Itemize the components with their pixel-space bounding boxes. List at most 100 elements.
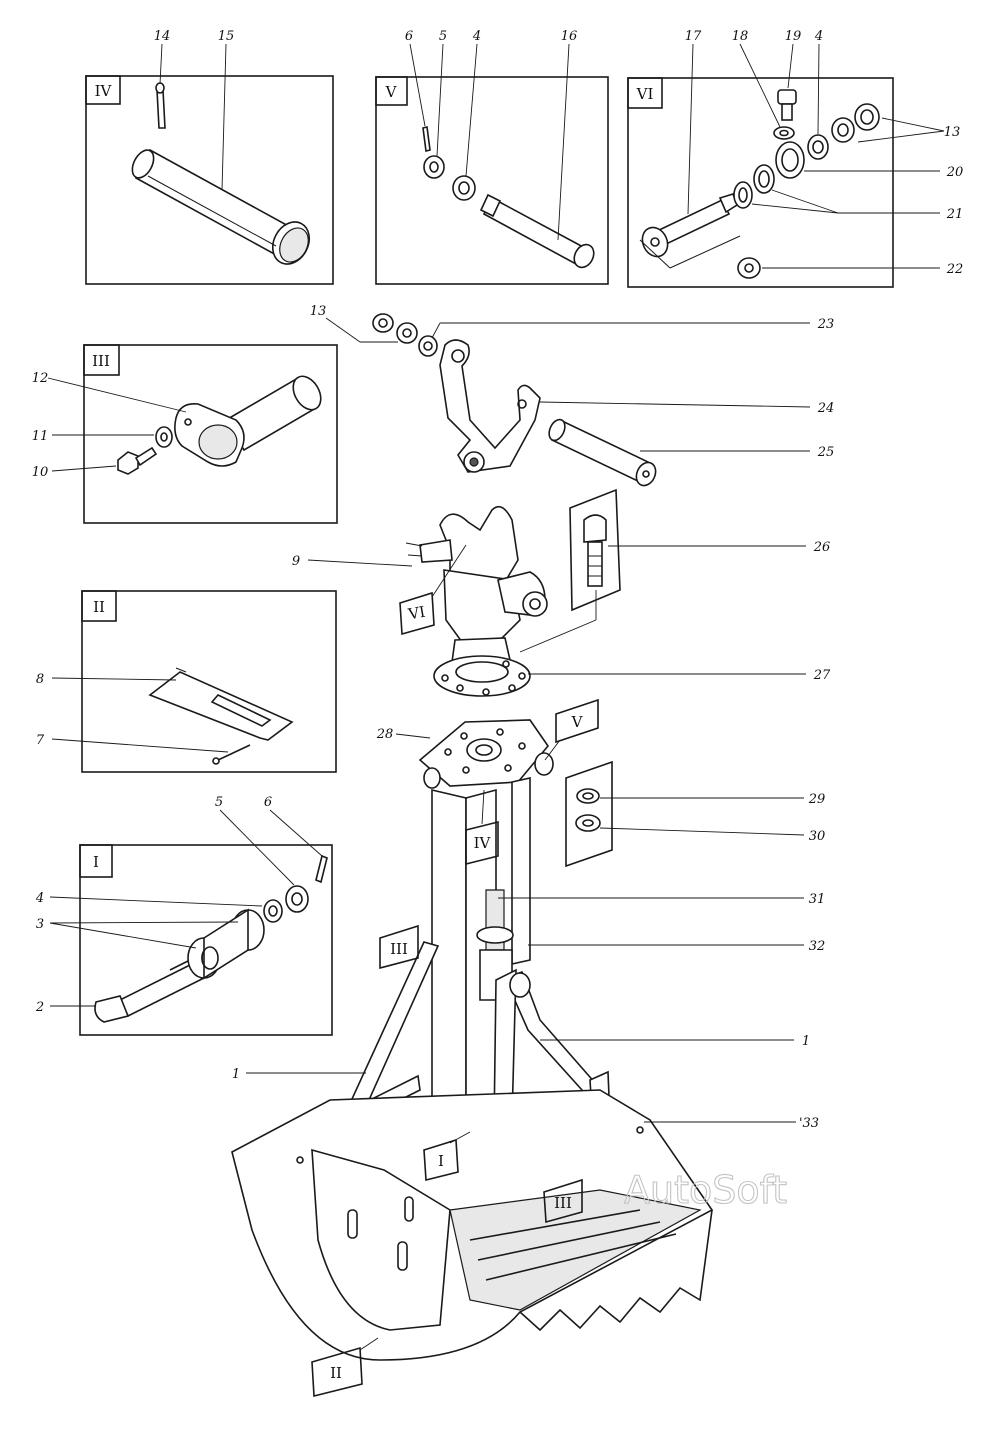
callout-17: 17 xyxy=(685,29,702,44)
inset-vi-label: VI xyxy=(636,85,654,103)
tag-v: V xyxy=(571,713,584,731)
inset-i: I 5 6 4 3 xyxy=(35,795,333,1036)
callout-4-i: 4 xyxy=(35,891,44,906)
nut-29-30-drawing xyxy=(565,760,613,868)
washer-4-i-drawing xyxy=(263,899,283,923)
tag-i: I xyxy=(438,1152,444,1170)
bushing-20-drawing xyxy=(775,141,805,179)
tag-vi: VI xyxy=(406,603,427,624)
callout-13-vi: 13 xyxy=(944,125,961,140)
castle-nut-5-v-drawing xyxy=(423,155,445,179)
washer-4-vi-drawing xyxy=(807,134,829,160)
castle-nut-5-i-drawing xyxy=(285,885,309,913)
nuts-13-drawing xyxy=(372,313,418,344)
pin-16-drawing xyxy=(479,193,595,269)
washer-4-v-drawing xyxy=(452,175,476,201)
callout-10: 10 xyxy=(32,465,49,480)
flange-28-drawing xyxy=(418,719,554,789)
inset-ii-label: II xyxy=(93,598,105,616)
callout-29: 29 xyxy=(808,792,826,807)
pin-2-drawing xyxy=(94,958,210,1023)
callout-20: 20 xyxy=(946,165,964,180)
grease-fitting-22-drawing xyxy=(737,257,761,279)
tag-iii-a-callout: III xyxy=(379,924,419,970)
callout-32: 32 xyxy=(809,939,826,954)
grab-assembly: V IV III I III II 28 29 3 xyxy=(231,698,826,1398)
callout-33: '33 xyxy=(799,1116,819,1131)
callout-3: 3 xyxy=(36,917,44,932)
pin-25-drawing xyxy=(548,418,657,487)
callout-24: 24 xyxy=(817,401,835,416)
callout-18: 18 xyxy=(732,29,749,44)
callout-27: 27 xyxy=(813,668,831,683)
callout-21: 21 xyxy=(946,207,964,222)
washer-11-drawing xyxy=(155,426,173,448)
callout-26: 26 xyxy=(813,540,831,555)
lever-24-drawing xyxy=(439,339,541,473)
callout-6-i: 6 xyxy=(264,795,272,810)
tag-iii-b: III xyxy=(554,1194,572,1212)
callout-11: 11 xyxy=(32,429,49,444)
pin-with-plate-drawing xyxy=(174,375,322,467)
tag-ii-callout: II xyxy=(311,1337,379,1398)
pin-17-drawing xyxy=(639,193,741,269)
bolt-10-drawing xyxy=(117,446,158,475)
bolt-26-drawing xyxy=(519,488,621,653)
tag-iv: IV xyxy=(474,834,492,852)
callout-1-left: 1 xyxy=(232,1067,240,1082)
callout-4-v: 4 xyxy=(472,29,481,44)
callout-15: 15 xyxy=(218,29,235,44)
callout-12: 12 xyxy=(32,371,49,386)
autosoft-watermark: AutoSoft xyxy=(624,1168,787,1212)
inset-iv: IV 14 15 xyxy=(85,29,334,285)
callout-4-vi: 4 xyxy=(814,29,823,44)
callout-25: 25 xyxy=(817,445,835,460)
bucket-33-drawing xyxy=(231,1089,714,1361)
callout-5-i: 5 xyxy=(215,795,223,810)
callout-22: 22 xyxy=(946,262,964,277)
inset-i-label: I xyxy=(93,853,99,871)
callout-31: 31 xyxy=(809,892,826,907)
pin-15-drawing xyxy=(131,148,311,265)
tag-iv-callout: IV xyxy=(465,789,499,866)
inset-iv-label: IV xyxy=(95,82,113,100)
column-drawing xyxy=(431,777,531,1132)
tooth-8-drawing xyxy=(148,667,294,741)
callout-8: 8 xyxy=(36,672,44,687)
callout-13: 13 xyxy=(310,304,327,319)
inset-vi: VI xyxy=(627,29,964,288)
washer-23-drawing xyxy=(418,335,438,357)
washer-18-drawing xyxy=(773,126,795,140)
tag-iii-b-callout: III xyxy=(543,1178,583,1224)
cotter-pin-14-drawing xyxy=(155,82,166,129)
callout-23: 23 xyxy=(817,317,835,332)
tag-i-callout: I xyxy=(423,1131,471,1182)
tag-iii-a: III xyxy=(390,940,408,958)
rotator-head: VI 9 26 27 xyxy=(292,488,831,697)
callout-7: 7 xyxy=(36,733,45,748)
inset-ii: II 8 7 xyxy=(36,590,337,773)
callout-6-v: 6 xyxy=(405,29,413,44)
tag-vi-callout: VI xyxy=(399,544,467,636)
cotter-pin-6-v-drawing xyxy=(422,126,431,152)
bolt-19-drawing xyxy=(777,89,797,121)
callout-16: 16 xyxy=(561,29,578,44)
tag-ii: II xyxy=(330,1364,342,1382)
callout-14: 14 xyxy=(154,29,171,44)
tag-v-callout: V xyxy=(544,698,599,761)
callout-1-right: 1 xyxy=(802,1034,810,1049)
inset-v-label: V xyxy=(385,83,398,101)
pin-7-drawing xyxy=(212,744,251,765)
inset-iii-label: III xyxy=(92,352,110,370)
rotator-body-drawing xyxy=(405,505,548,697)
washers-21-drawing xyxy=(733,164,775,209)
callout-30: 30 xyxy=(809,829,826,844)
inset-v: V 6 5 4 16 xyxy=(375,29,609,285)
callout-19: 19 xyxy=(785,29,802,44)
callout-5-v: 5 xyxy=(439,29,447,44)
inset-iii: III 12 11 10 xyxy=(32,344,338,524)
cotter-pin-6-i-drawing xyxy=(315,854,328,884)
lever-group: 13 23 24 25 xyxy=(310,304,835,487)
callout-28: 28 xyxy=(376,727,394,742)
